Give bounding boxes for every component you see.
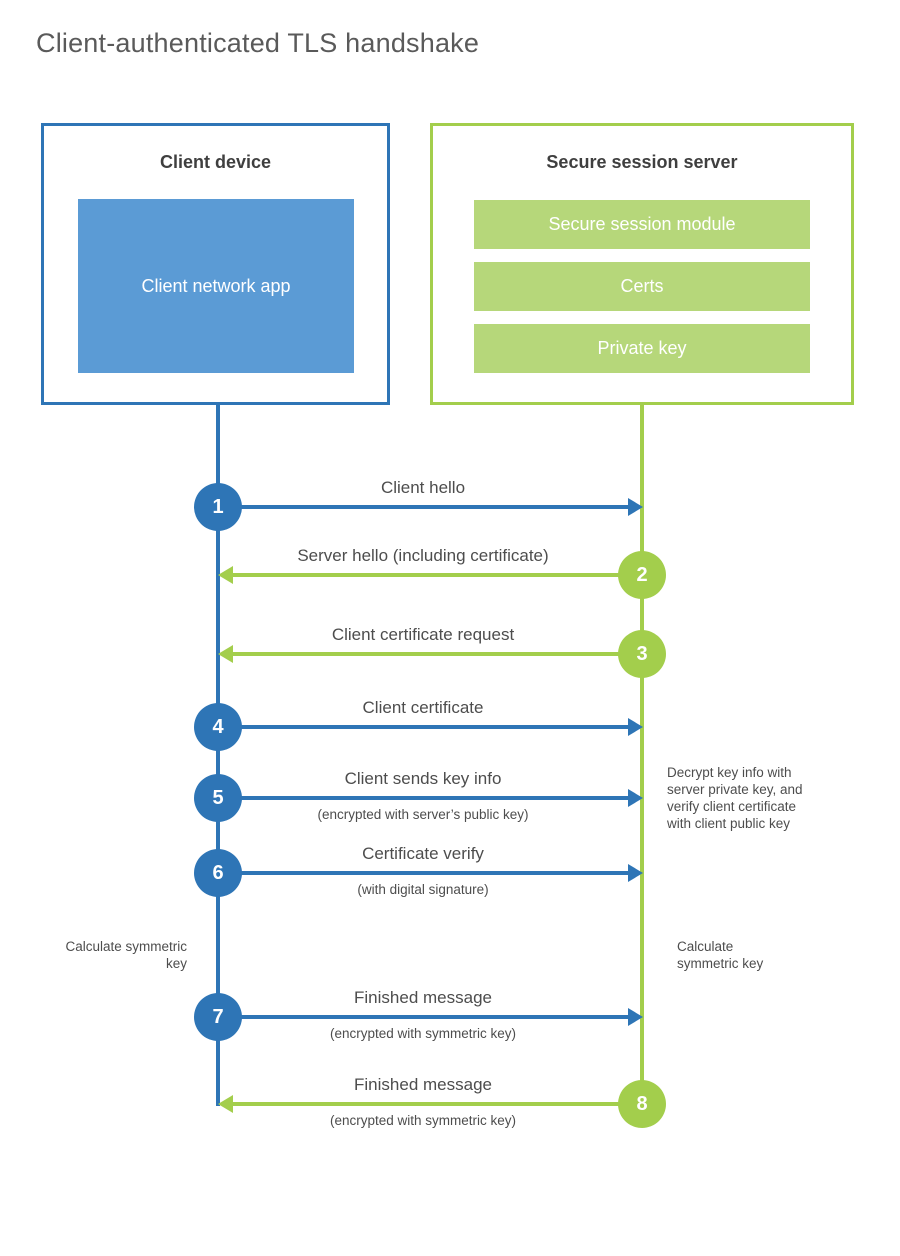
arrow-line [218, 871, 628, 875]
step-number-badge: 4 [194, 703, 242, 751]
step-number-badge: 5 [194, 774, 242, 822]
secure-session-server-title: Secure session server [546, 152, 738, 172]
arrow-right-icon [628, 789, 643, 807]
client-network-app-label: Client network app [141, 275, 291, 296]
arrow-line [232, 573, 642, 577]
step-sublabel: (encrypted with symmetric key) [329, 1113, 517, 1128]
arrow-line [218, 1015, 628, 1019]
arrow-right-icon [628, 1008, 643, 1026]
server-module-secure-session: Secure session module [474, 200, 810, 249]
page-title: Client-authenticated TLS handshake [36, 28, 480, 58]
note-calculate-symmetric-key-server: Calculate symmetric key [677, 939, 764, 971]
arrow-line [232, 1102, 642, 1106]
client-lifeline [216, 405, 220, 1106]
note-decrypt-key-info: Decrypt key info with server private key… [667, 765, 803, 831]
server-module-private-key: Private key [474, 324, 810, 373]
step-number-badge: 3 [618, 630, 666, 678]
step-label: Finished message [354, 988, 492, 1007]
step-label: Client certificate request [331, 625, 515, 644]
step-label: Server hello (including certificate) [297, 546, 549, 565]
arrow-line [218, 796, 628, 800]
step-number-badge: 7 [194, 993, 242, 1041]
step-label: Client hello [380, 478, 466, 497]
arrow-right-icon [628, 498, 643, 516]
step-number-badge: 1 [194, 483, 242, 531]
client-network-app-box: Client network app [78, 199, 354, 373]
arrow-left-icon [218, 566, 233, 584]
arrow-line [232, 652, 642, 656]
step-label: Finished message [354, 1075, 492, 1094]
step-label: Client certificate [362, 698, 484, 717]
arrow-left-icon [218, 1095, 233, 1113]
arrow-right-icon [628, 718, 643, 736]
step-label: Certificate verify [362, 844, 484, 863]
client-device-title: Client device [159, 152, 272, 172]
arrow-line [218, 505, 628, 509]
step-number-badge: 6 [194, 849, 242, 897]
step-number-badge: 2 [618, 551, 666, 599]
arrow-right-icon [628, 864, 643, 882]
secure-session-server-box: Secure session server Secure session mod… [430, 123, 854, 405]
client-device-box: Client device Client network app [41, 123, 390, 405]
server-module-certs: Certs [474, 262, 810, 311]
step-sublabel: (with digital signature) [357, 882, 489, 897]
note-calculate-symmetric-key-client: Calculate symmetric key [65, 939, 187, 971]
step-number-badge: 8 [618, 1080, 666, 1128]
arrow-line [218, 725, 628, 729]
step-sublabel: (encrypted with symmetric key) [329, 1026, 517, 1041]
server-lifeline [640, 405, 644, 1104]
arrow-left-icon [218, 645, 233, 663]
step-sublabel: (encrypted with server’s public key) [317, 807, 529, 822]
step-label: Client sends key info [344, 769, 502, 788]
